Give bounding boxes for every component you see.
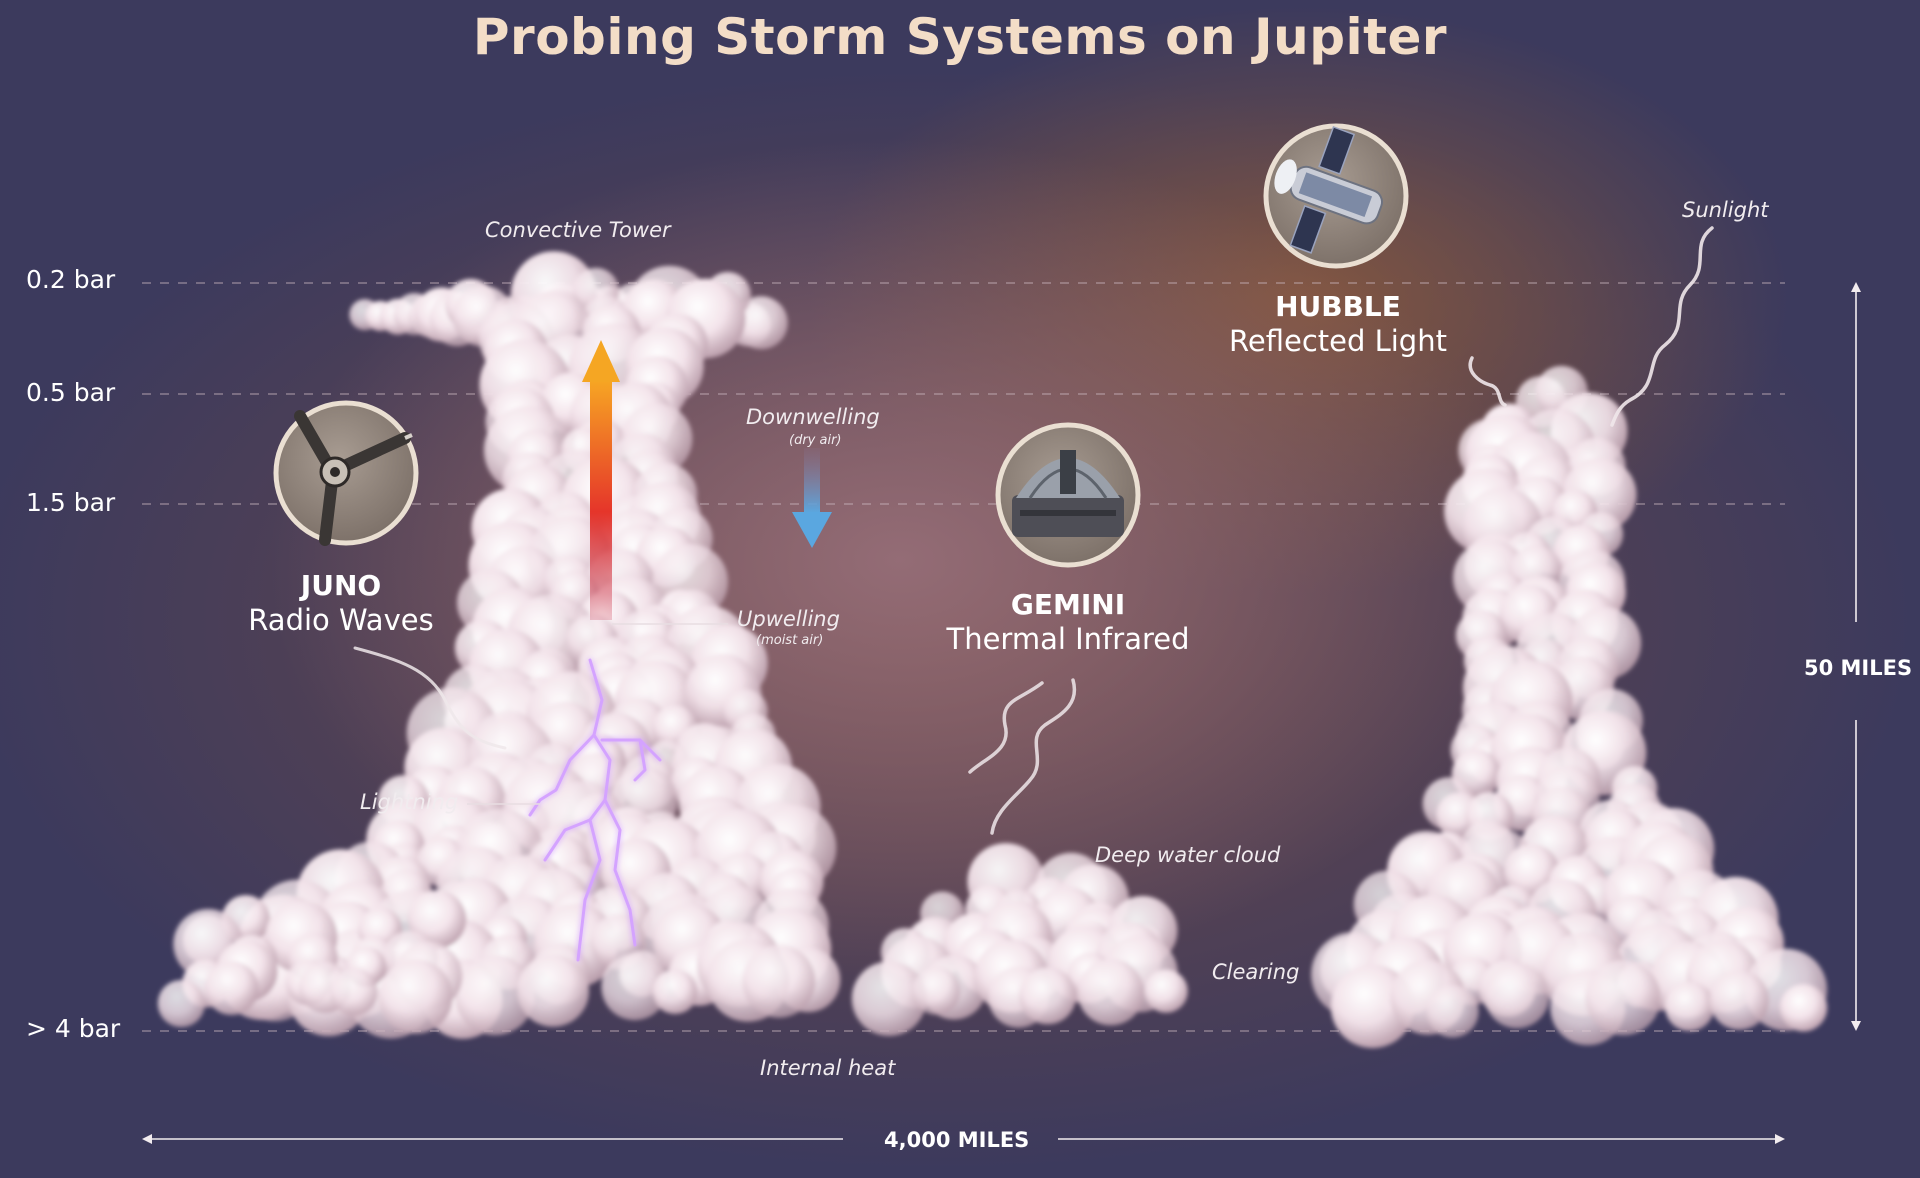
pressure-label-0.2: 0.2 bar	[26, 265, 116, 294]
deep-water-cloud	[851, 843, 1188, 1036]
leader-lines	[467, 623, 728, 805]
hubble-telescope-icon	[1274, 126, 1384, 254]
cloud-puff	[330, 968, 378, 1016]
cloud-puff	[912, 966, 961, 1015]
cloud-puff	[1077, 959, 1145, 1026]
downwelling-label: Downwelling	[746, 405, 880, 429]
upwelling-label: Upwelling	[737, 607, 840, 631]
upwelling-arrow	[582, 340, 620, 620]
lightning-label: Lightning	[360, 790, 459, 814]
cloud-puff	[1585, 960, 1661, 1036]
cloud-puff	[1664, 981, 1715, 1032]
thermal-infrared-lines	[968, 678, 1077, 835]
height-dimension-line	[1851, 282, 1861, 1031]
width-dimension-label: 4,000 MILES	[884, 1128, 1030, 1152]
juno-name: JUNO	[300, 569, 382, 602]
gemini-badge	[995, 422, 1141, 568]
clearing-label: Clearing	[1212, 960, 1300, 984]
hubble-name: HUBBLE	[1275, 290, 1401, 323]
gemini-observatory-icon	[1012, 450, 1124, 537]
cloud-puff	[1484, 963, 1550, 1029]
cloud-puff	[601, 953, 668, 1021]
upwelling-note: (moist air)	[756, 633, 824, 648]
height-dimension-label: 50 MILES	[1804, 656, 1913, 680]
page-title: Probing Storm Systems on Jupiter	[472, 8, 1448, 66]
radio-wave-line	[353, 646, 507, 750]
cloud-puff	[378, 959, 453, 1034]
sunlight-lines	[1468, 226, 1714, 427]
juno-method: Radio Waves	[248, 603, 434, 637]
pressure-label-1.5: 1.5 bar	[26, 488, 116, 517]
pressure-label-4: > 4 bar	[26, 1014, 121, 1043]
downwelling-arrow	[792, 448, 832, 548]
hubble-badge	[1263, 123, 1409, 269]
juno-spacecraft-icon	[294, 410, 413, 546]
gemini-method: Thermal Infrared	[946, 622, 1190, 656]
cloud-puff	[1144, 969, 1188, 1013]
convective-tower-label: Convective Tower	[485, 218, 671, 242]
gemini-name: GEMINI	[1010, 588, 1126, 621]
pressure-label-0.5: 0.5 bar	[26, 378, 116, 407]
downwelling-note: (dry air)	[789, 433, 842, 448]
cloud-puff	[851, 961, 927, 1036]
deep-water-cloud-label: Deep water cloud	[1095, 843, 1281, 867]
cloud-puff	[652, 969, 698, 1015]
cloud-puff	[1426, 985, 1479, 1038]
cloud-puff	[734, 296, 788, 350]
right-storm-cloud	[1311, 365, 1828, 1049]
juno-badge	[273, 400, 419, 546]
internal-heat-label: Internal heat	[760, 1056, 896, 1080]
cloud-puff	[1709, 970, 1770, 1030]
sunlight-label: Sunlight	[1682, 198, 1769, 222]
cloud-puff	[204, 961, 259, 1015]
cloud-puff	[455, 955, 535, 1036]
width-dimension-line	[142, 1134, 1785, 1144]
cloud-puff	[157, 980, 205, 1028]
hubble-method: Reflected Light	[1229, 324, 1447, 358]
cloud-puff	[1779, 984, 1828, 1032]
lightning-bolt	[528, 658, 662, 962]
cloud-puff	[517, 954, 590, 1027]
cloud-puff	[742, 944, 816, 1018]
convective-tower-cloud	[157, 251, 841, 1039]
cloud-puff	[1019, 967, 1077, 1025]
